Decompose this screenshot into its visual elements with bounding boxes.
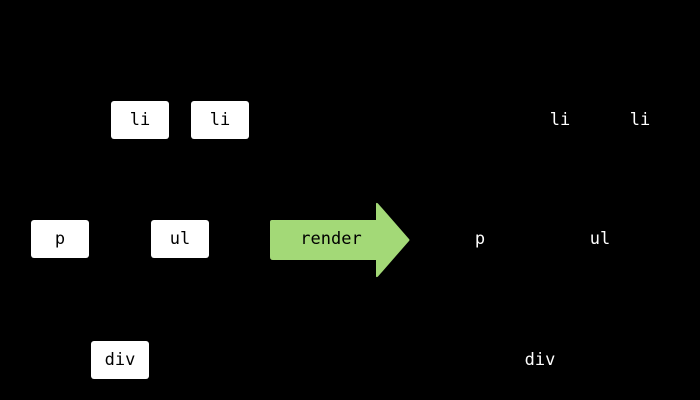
rendered-node-ul: ul [589,229,611,249]
render-arrow-label: render [300,229,362,249]
source-node-p: p [31,220,89,258]
source-node-div: div [91,341,149,379]
rendered-node-li-2: li [629,110,651,130]
right-arrow-icon [270,202,410,278]
render-arrow-shape [270,202,410,278]
source-node-li-2: li [191,101,249,139]
source-node-ul: ul [151,220,209,258]
rendered-node-li-1: li [549,110,571,130]
rendered-node-p: p [474,229,486,249]
rendered-node-div: div [524,350,556,370]
source-node-li-1: li [111,101,169,139]
